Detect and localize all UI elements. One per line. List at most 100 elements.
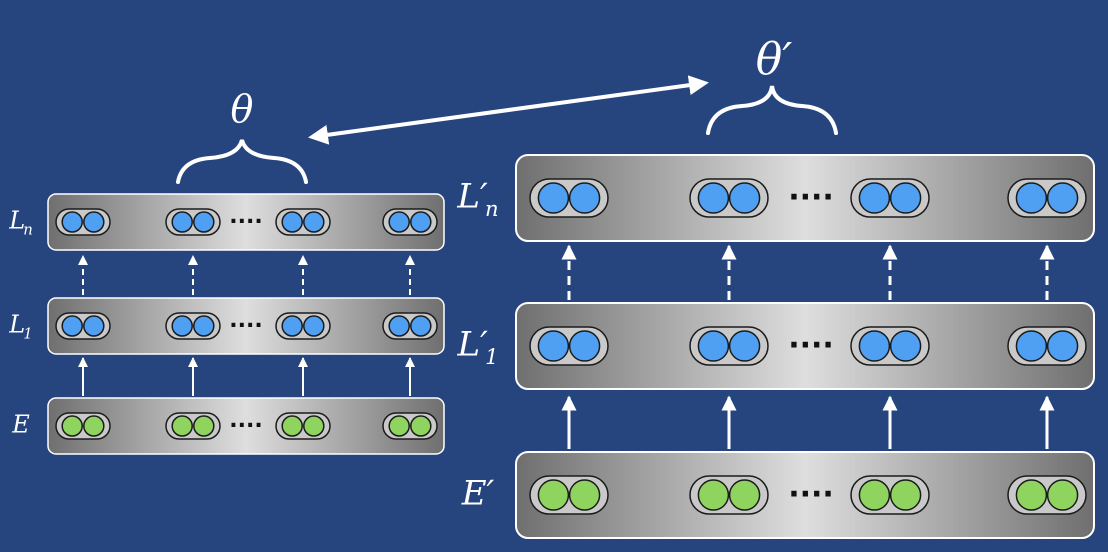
left-unit-pair	[55, 412, 111, 440]
left-unit-pair	[382, 312, 438, 340]
right-unit-pair	[850, 475, 930, 515]
hidden-unit	[697, 330, 730, 362]
hidden-unit	[281, 315, 303, 337]
right-ellipsis: ····	[788, 328, 834, 363]
hidden-unit	[388, 315, 410, 337]
parameter-transfer-arrow	[308, 75, 709, 145]
left-layer-label: E	[11, 411, 30, 439]
left-unit-pair	[55, 208, 111, 236]
right-unit-pair	[529, 178, 609, 218]
hidden-unit	[61, 211, 83, 233]
left-ellipsis: ····	[229, 210, 262, 235]
left-unit-pair	[275, 312, 331, 340]
right-layer-label: L′n	[456, 177, 498, 222]
left-model: θ ···· Ln ···· L1 ···· E	[8, 87, 445, 455]
hidden-unit	[193, 315, 215, 337]
left-unit-pair	[55, 312, 111, 340]
left-param-brace	[176, 139, 308, 184]
right-unit-pair	[1007, 178, 1087, 218]
left-layer-0: ····	[47, 193, 445, 251]
hidden-unit	[410, 211, 432, 233]
right-layer-box	[515, 154, 1095, 242]
right-unit-pair	[689, 475, 769, 515]
hidden-unit	[858, 330, 891, 362]
hidden-unit	[697, 182, 730, 214]
embedding-unit	[728, 479, 761, 511]
hidden-unit	[858, 182, 891, 214]
right-unit-pair	[850, 178, 930, 218]
embedding-unit	[410, 415, 432, 437]
embedding-unit	[889, 479, 922, 511]
right-layer-label: E′	[461, 474, 495, 514]
embedding-unit	[171, 415, 193, 437]
embedding-unit	[303, 415, 325, 437]
hidden-unit	[1046, 330, 1079, 362]
hidden-unit	[171, 211, 193, 233]
left-unit-pair	[165, 208, 221, 236]
left-param-label: θ	[231, 87, 254, 131]
left-unit-pair	[275, 208, 331, 236]
embedding-unit	[568, 479, 601, 511]
embedding-unit	[858, 479, 891, 511]
embedding-unit	[697, 479, 730, 511]
left-ellipsis: ····	[229, 314, 262, 339]
hidden-unit	[1015, 182, 1048, 214]
embedding-unit	[281, 415, 303, 437]
hidden-unit	[728, 182, 761, 214]
embedding-unit	[1046, 479, 1079, 511]
hidden-unit	[388, 211, 410, 233]
hidden-unit	[83, 211, 105, 233]
left-layer-box	[47, 193, 445, 251]
right-unit-pair	[689, 178, 769, 218]
hidden-unit	[728, 330, 761, 362]
embedding-unit	[1015, 479, 1048, 511]
left-layer-label: Ln	[8, 207, 33, 239]
hidden-unit	[193, 211, 215, 233]
hidden-unit	[568, 182, 601, 214]
right-unit-pair	[1007, 475, 1087, 515]
hidden-unit	[1015, 330, 1048, 362]
left-layer-box	[47, 297, 445, 355]
hidden-unit	[568, 330, 601, 362]
right-layer-2: ····	[515, 451, 1095, 539]
right-param-label: θ′	[756, 34, 792, 85]
hidden-unit	[303, 315, 325, 337]
embedding-unit	[193, 415, 215, 437]
hidden-unit	[171, 315, 193, 337]
right-model: θ′ ···· L′n ···· L′1 ···· E′	[456, 34, 1095, 539]
right-param-brace	[706, 85, 838, 135]
hidden-unit	[410, 315, 432, 337]
right-ellipsis: ····	[788, 180, 834, 215]
left-layer-label: L1	[8, 311, 32, 343]
right-unit-pair	[850, 326, 930, 366]
right-ellipsis: ····	[788, 477, 834, 512]
left-unit-pair	[382, 412, 438, 440]
hidden-unit	[537, 182, 570, 214]
left-layer-1: ····	[47, 297, 445, 355]
hidden-unit	[1046, 182, 1079, 214]
left-layer-2: ····	[47, 397, 445, 455]
hidden-unit	[537, 330, 570, 362]
hidden-unit	[281, 211, 303, 233]
embedding-unit	[388, 415, 410, 437]
hidden-unit	[303, 211, 325, 233]
right-unit-pair	[689, 326, 769, 366]
right-layer-0: ····	[515, 154, 1095, 242]
left-unit-pair	[165, 312, 221, 340]
hidden-unit	[61, 315, 83, 337]
left-unit-pair	[275, 412, 331, 440]
embedding-unit	[537, 479, 570, 511]
hidden-unit	[889, 182, 922, 214]
hidden-unit	[83, 315, 105, 337]
right-layer-box	[515, 302, 1095, 390]
left-unit-pair	[165, 412, 221, 440]
right-layer-box	[515, 451, 1095, 539]
embedding-unit	[83, 415, 105, 437]
right-layer-label: L′1	[456, 325, 498, 370]
right-layer-1: ····	[515, 302, 1095, 390]
left-ellipsis: ····	[229, 414, 262, 439]
left-layer-box	[47, 397, 445, 455]
embedding-unit	[61, 415, 83, 437]
right-unit-pair	[1007, 326, 1087, 366]
